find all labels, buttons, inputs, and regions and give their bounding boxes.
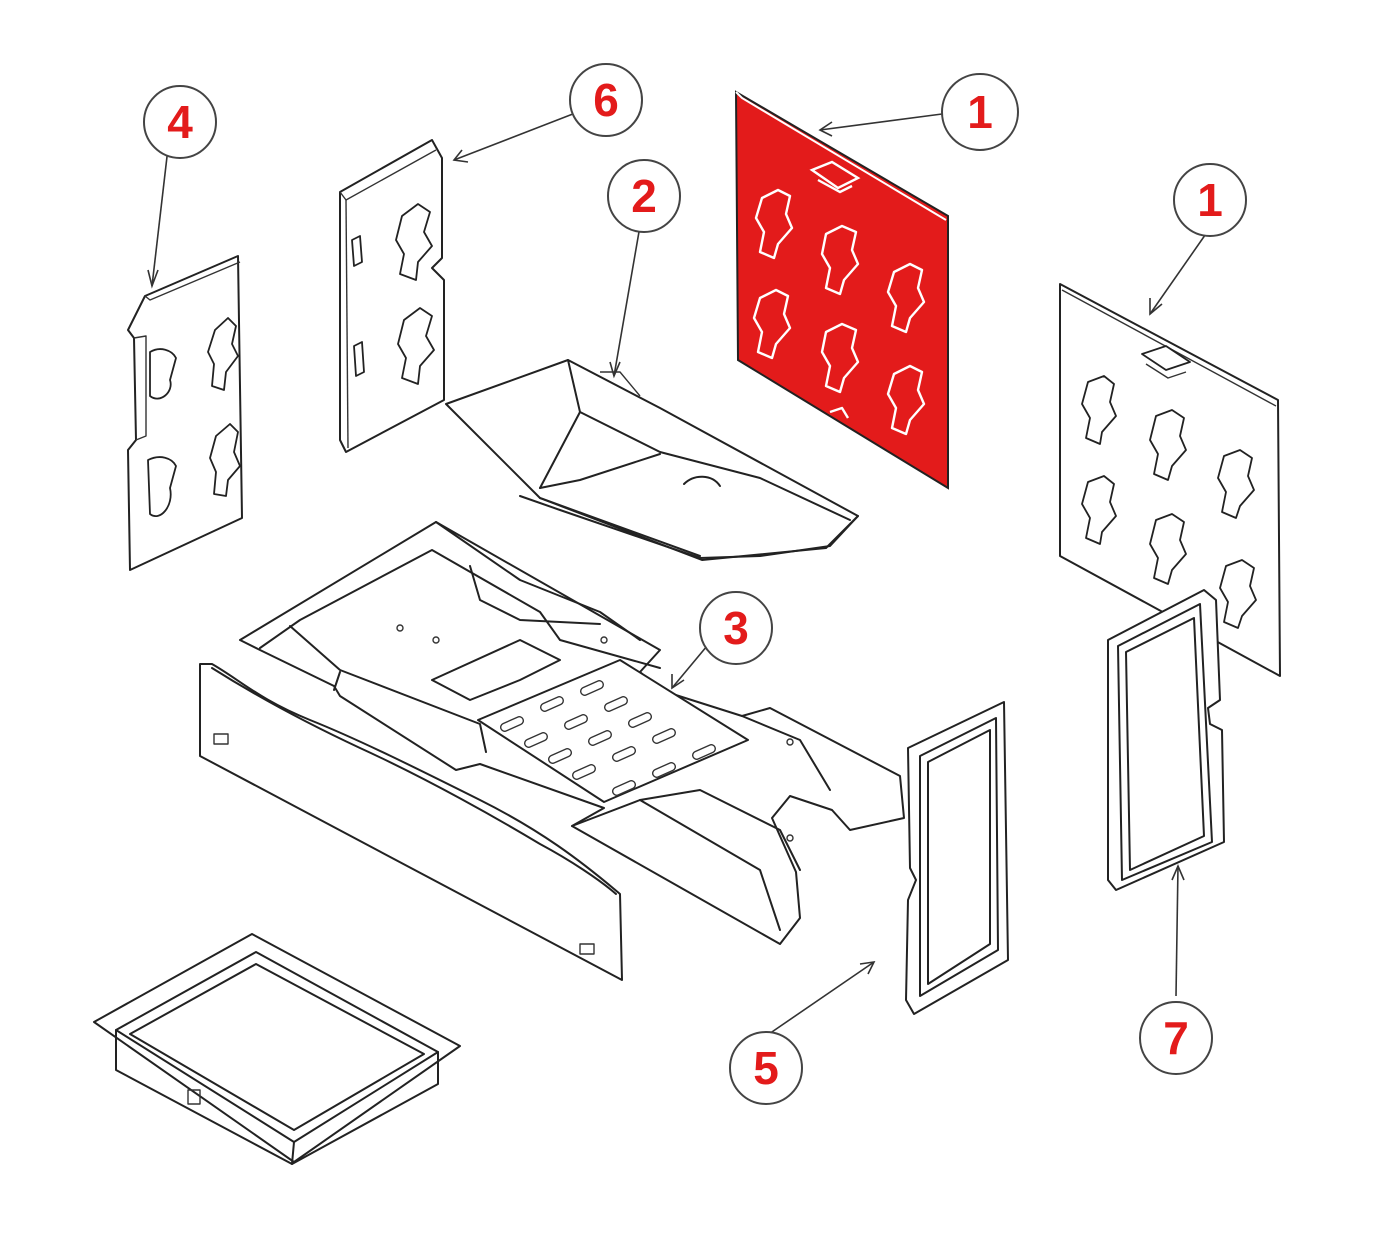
part-3-grate-base[interactable] bbox=[239, 521, 905, 945]
callout-1a-label: 1 bbox=[967, 86, 993, 138]
callout-3: 3 bbox=[699, 591, 773, 665]
callout-4-label: 4 bbox=[167, 96, 193, 148]
ash-pan[interactable] bbox=[93, 933, 461, 1165]
part-1-back-plate-highlighted[interactable] bbox=[734, 90, 949, 490]
leader-lines bbox=[147, 111, 1211, 1037]
callout-6-label: 6 bbox=[593, 74, 619, 126]
part-4-left-side-plate[interactable] bbox=[127, 255, 243, 571]
callout-1b: 1 bbox=[1173, 163, 1247, 237]
front-plate[interactable] bbox=[199, 663, 623, 981]
callout-7: 7 bbox=[1139, 1001, 1213, 1075]
callout-2: 2 bbox=[607, 159, 681, 233]
callout-1a: 1 bbox=[941, 73, 1019, 151]
part-1-back-plate-alt[interactable] bbox=[1059, 283, 1281, 677]
callout-5-label: 5 bbox=[753, 1042, 779, 1094]
callout-7-label: 7 bbox=[1163, 1012, 1189, 1064]
callout-1b-label: 1 bbox=[1197, 174, 1223, 226]
part-6-side-plate[interactable] bbox=[339, 139, 445, 453]
part-2-baffle-tray[interactable] bbox=[445, 359, 859, 561]
part-5-side-frame[interactable] bbox=[905, 701, 1009, 1015]
part-7-frame[interactable] bbox=[1107, 589, 1225, 891]
callout-6: 6 bbox=[569, 63, 643, 137]
callout-3-label: 3 bbox=[723, 602, 749, 654]
callout-2-label: 2 bbox=[631, 170, 657, 222]
callout-5: 5 bbox=[729, 1031, 803, 1105]
callout-4: 4 bbox=[143, 85, 217, 159]
